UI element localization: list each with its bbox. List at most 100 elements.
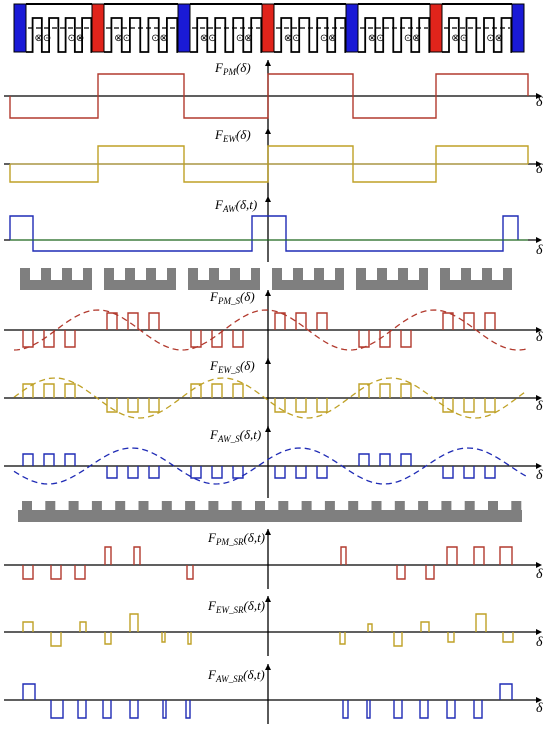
x-label-f-ew: δ [536,162,543,177]
rotor-tooth [115,501,126,511]
f-ew-s-pulse [484,398,496,413]
f-ew-sr-pulse [129,613,139,632]
coil-symbol: ⊙⊗ [68,33,85,44]
f-ew-s-pulse [148,398,160,413]
rotor-tooth [418,501,429,511]
f-aw-s-pulse [358,453,370,466]
f-ew-s-pulse [316,398,328,413]
f-ew-s-pulse [22,383,34,398]
label-f-aw: FAW(δ,t) [214,197,257,214]
x-label-f-aw: δ [536,243,543,258]
f-ew-sr-pulse [50,632,62,647]
machine-stator-slots [26,17,93,53]
f-pm-s-pulse [190,330,202,348]
rotor-tooth [464,501,475,511]
f-pm-s-pulse [295,312,307,330]
label-f-aw-s: FAW_S(δ,t) [209,427,261,444]
x-label-f-ew-s: δ [536,399,543,414]
f-pm-s-pulse [148,312,160,330]
x-label-f-aw-sr: δ [536,701,543,716]
label-f-aw-sr: FAW_SR(δ,t) [207,667,265,684]
f-aw-s-pulse [400,453,412,466]
rotor-tooth [231,501,242,511]
f-ew-sr-pulse [420,621,430,632]
f-pm-s-y-arrow [265,290,271,296]
f-ew-y-arrow [265,128,271,134]
f-pm-s-pulse [64,330,76,348]
f-aw-sr-pulse [50,700,64,719]
machine-stator-slots [190,17,263,53]
f-pm-sr-pulse [104,546,112,565]
f-pm-s-pulse [463,312,475,330]
magnet-blue [177,3,191,53]
f-pm-sr-pulse [473,546,485,565]
f-aw-sr-x-arrow [536,697,542,703]
f-aw-sr-pulse [102,700,112,719]
magnet-blue [345,3,359,53]
f-ew-s-pulse [442,398,454,413]
rotor-tooth [394,501,405,511]
f-pm-y-arrow [265,60,271,66]
coil-symbol: ⊙⊗ [486,33,503,44]
f-ew-sr-pulse [104,632,112,645]
f-aw-sr-pulse [393,700,403,719]
f-aw-s-pulse [442,466,454,479]
f-ew-sr-pulse [475,613,487,632]
f-aw-sr-pulse [499,683,513,700]
f-pm-s-pulse [106,312,118,330]
coil-symbol: ⊗⊙ [200,33,217,44]
f-ew-s-fundamental [13,377,528,419]
label-f-pm: FPM(δ) [214,60,251,77]
f-pm-s-fundamental [13,309,528,351]
f-aw-s-pulse [43,453,55,466]
f-pm-sr-pulse [340,546,347,565]
x-label-f-pm: δ [536,95,543,110]
magnet-red [261,3,275,53]
f-ew-s-pulse [190,383,202,398]
f-pm-s-pulse [22,330,34,348]
stator-tooth-group [188,268,260,290]
f-ew-wave [9,145,529,183]
x-label-f-pm-sr: δ [536,567,543,582]
f-ew-s-pulse [211,383,223,398]
f-ew-sr-pulse [79,621,87,632]
f-pm-s-pulse [232,330,244,348]
label-f-ew: FEW(δ) [214,127,251,144]
f-ew-sr-pulse [22,621,34,632]
f-aw-s-pulse [295,466,307,479]
stator-tooth-group [104,268,176,290]
stator-core-fine [18,501,522,522]
f-ew-sr-pulse [367,623,373,632]
f-ew-s-y-arrow [265,358,271,364]
f-aw-s-pulse [148,466,160,479]
f-ew-sr-pulse [187,632,192,645]
rotor-tooth [91,501,102,511]
f-aw-s-pulse [274,466,286,479]
machine-cross-section: ⊗⊙⊙⊗⊗⊙⊙⊗⊗⊙⊙⊗⊗⊙⊙⊗⊗⊙⊙⊗⊗⊙⊙⊗ [13,3,525,53]
coil-symbol: ⊗⊙ [368,33,385,44]
label-f-pm-sr: FPM_SR(δ,t) [207,530,265,547]
f-aw-sr-y-arrow [265,664,271,670]
f-pm-sr-pulse [446,546,458,565]
f-aw-s-pulse [379,453,391,466]
f-ew-sr-pulse [161,632,166,643]
f-ew-s-pulse [64,383,76,398]
rotor-tooth [68,501,79,511]
f-ew-s-pulse [400,383,412,398]
machine-stator-slots [358,17,431,53]
f-pm-wave [9,73,529,119]
magnet-blue [13,3,27,53]
f-pm-s-x-arrow [536,327,542,333]
f-aw-s-pulse [106,466,118,479]
rotor-tooth [324,501,335,511]
f-pm-sr-y-arrow [265,529,271,535]
rotor-yoke [18,510,522,522]
f-ew-s-pulse [379,383,391,398]
f-aw-sr-pulse [446,700,456,719]
f-aw-sr-pulse [77,700,87,719]
f-aw-s-pulse [316,466,328,479]
machine-stator-slots [274,17,347,53]
stator-core-coarse [20,268,512,290]
f-pm-s-pulse [316,312,328,330]
f-pm-s-pulse [127,312,139,330]
